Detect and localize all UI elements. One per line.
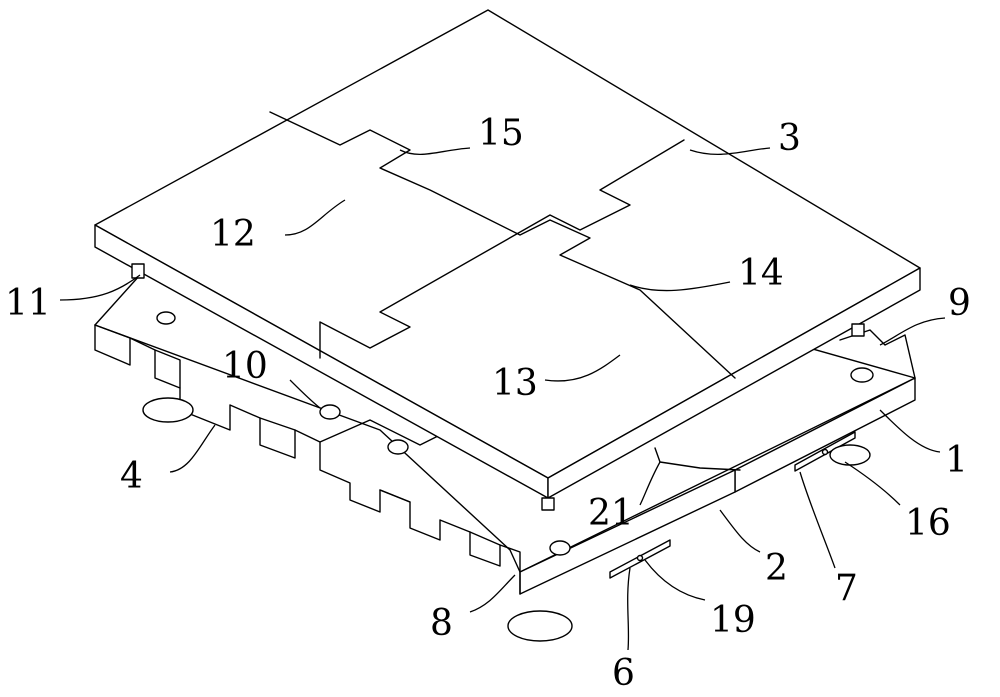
label-11: 11 — [5, 283, 51, 324]
label-3: 3 — [778, 118, 801, 159]
label-15: 15 — [478, 113, 524, 154]
label-21: 21 — [588, 493, 634, 534]
label-12: 12 — [210, 214, 256, 255]
label-4: 4 — [120, 456, 143, 497]
support-foot — [142, 397, 194, 423]
side-slot-front — [609, 539, 671, 579]
label-10: 10 — [222, 346, 268, 387]
label-9: 9 — [948, 283, 971, 324]
part-labels: 15 3 12 14 11 9 10 13 4 1 21 16 2 7 19 8… — [5, 113, 971, 694]
mounting-hole — [387, 439, 409, 455]
support-post — [131, 263, 145, 279]
mounting-hole — [549, 540, 571, 556]
side-slot-right — [794, 431, 856, 472]
label-19: 19 — [710, 600, 756, 641]
support-post — [851, 323, 865, 337]
label-2: 2 — [765, 548, 788, 589]
label-1: 1 — [945, 440, 968, 481]
label-16: 16 — [905, 503, 951, 544]
mounting-hole — [319, 404, 341, 420]
support-post — [541, 497, 555, 511]
label-13: 13 — [492, 363, 538, 404]
label-7: 7 — [835, 568, 858, 609]
leader-lines — [59, 147, 946, 651]
label-8: 8 — [430, 603, 453, 644]
mounting-hole — [156, 311, 176, 325]
label-14: 14 — [738, 253, 784, 294]
support-foot — [829, 444, 871, 466]
top-floor-tile — [94, 9, 921, 511]
mounting-hole — [850, 367, 874, 383]
support-foot — [507, 610, 573, 642]
label-6: 6 — [612, 653, 635, 694]
